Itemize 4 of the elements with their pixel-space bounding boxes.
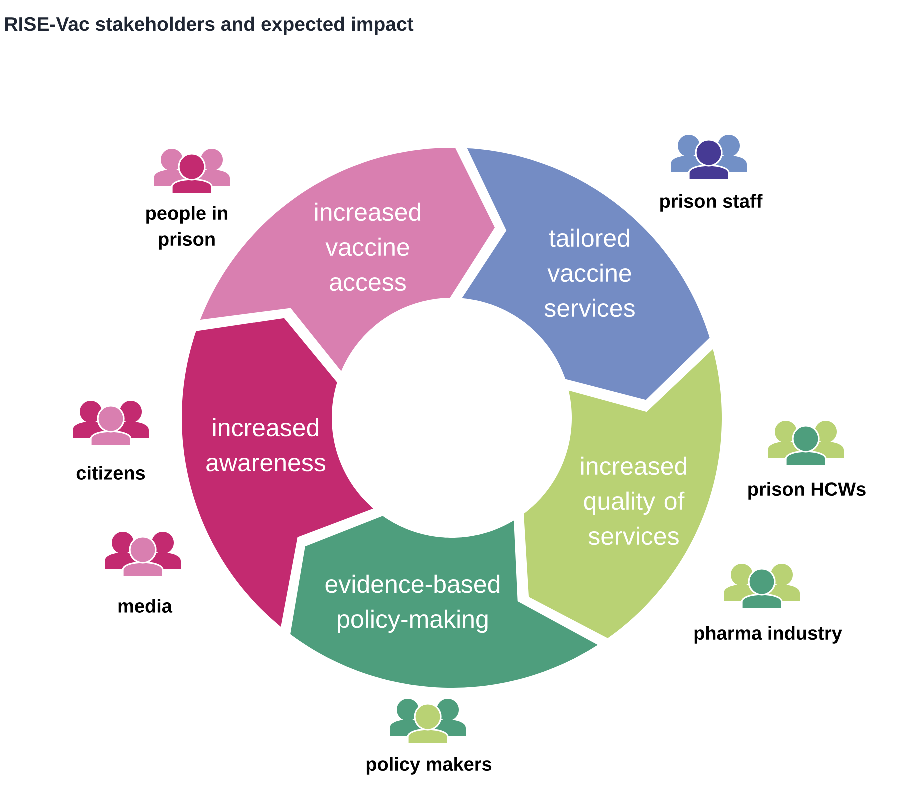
stakeholder-label: prison HCWs xyxy=(748,482,866,500)
stakeholder-label: citizens xyxy=(76,466,146,480)
stakeholder-label: policy makers xyxy=(366,757,492,775)
title: RISE-Vac stakeholders and expected impact xyxy=(6,16,414,36)
